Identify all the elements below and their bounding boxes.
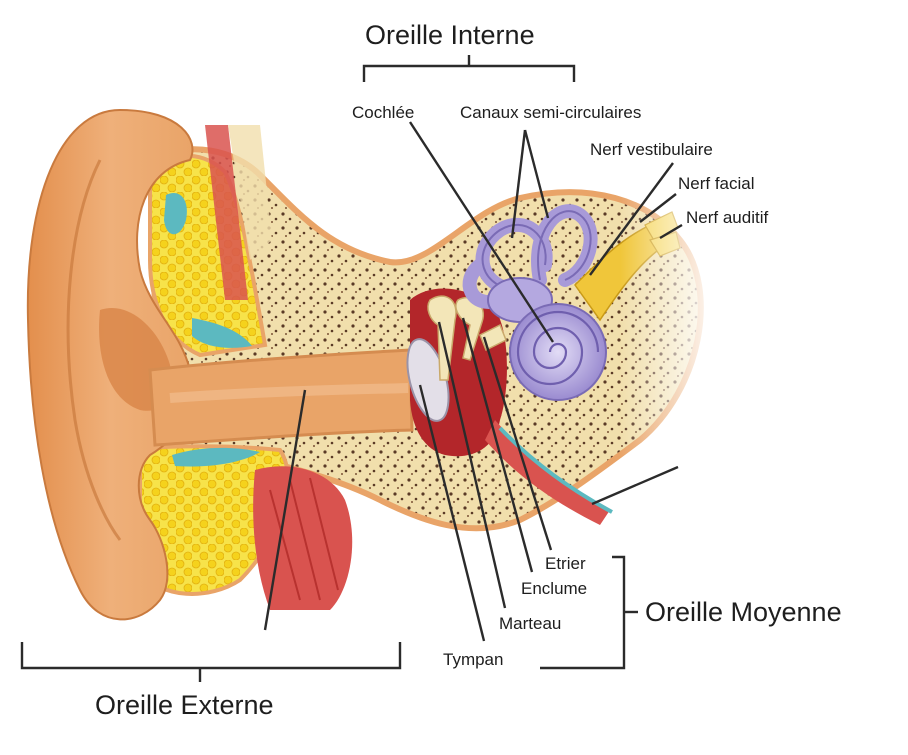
cochlea-label: Cochlée — [352, 103, 415, 122]
cartilage-mid — [192, 318, 252, 348]
pinna-fold — [66, 159, 122, 541]
malleus-label: Marteau — [499, 614, 562, 633]
facial-nerve-label: Nerf facial — [678, 174, 755, 193]
leader-lines — [20, 55, 683, 682]
ear-canal — [148, 348, 414, 447]
semicircular-canals-label: Canaux semi-circulaires — [460, 103, 642, 122]
middle-ear-title: Oreille Moyenne — [645, 597, 842, 627]
eardrum-label: Tympan — [443, 650, 504, 669]
vessel-strip-top — [205, 125, 248, 300]
cartilage-lower — [172, 447, 260, 467]
stapes-label: Etrier — [545, 554, 586, 573]
auditory-nerve-label: Nerf auditif — [686, 208, 769, 227]
cartilage-upper — [164, 192, 187, 235]
vestibular-nerve-label: Nerf vestibulaire — [590, 140, 713, 159]
muscle-lower — [253, 466, 353, 610]
cochlea-shape — [509, 303, 607, 401]
outer-ear-title: Oreille Externe — [95, 690, 274, 720]
inner-ear-title: Oreille Interne — [365, 20, 535, 50]
incus-label: Enclume — [521, 579, 588, 598]
